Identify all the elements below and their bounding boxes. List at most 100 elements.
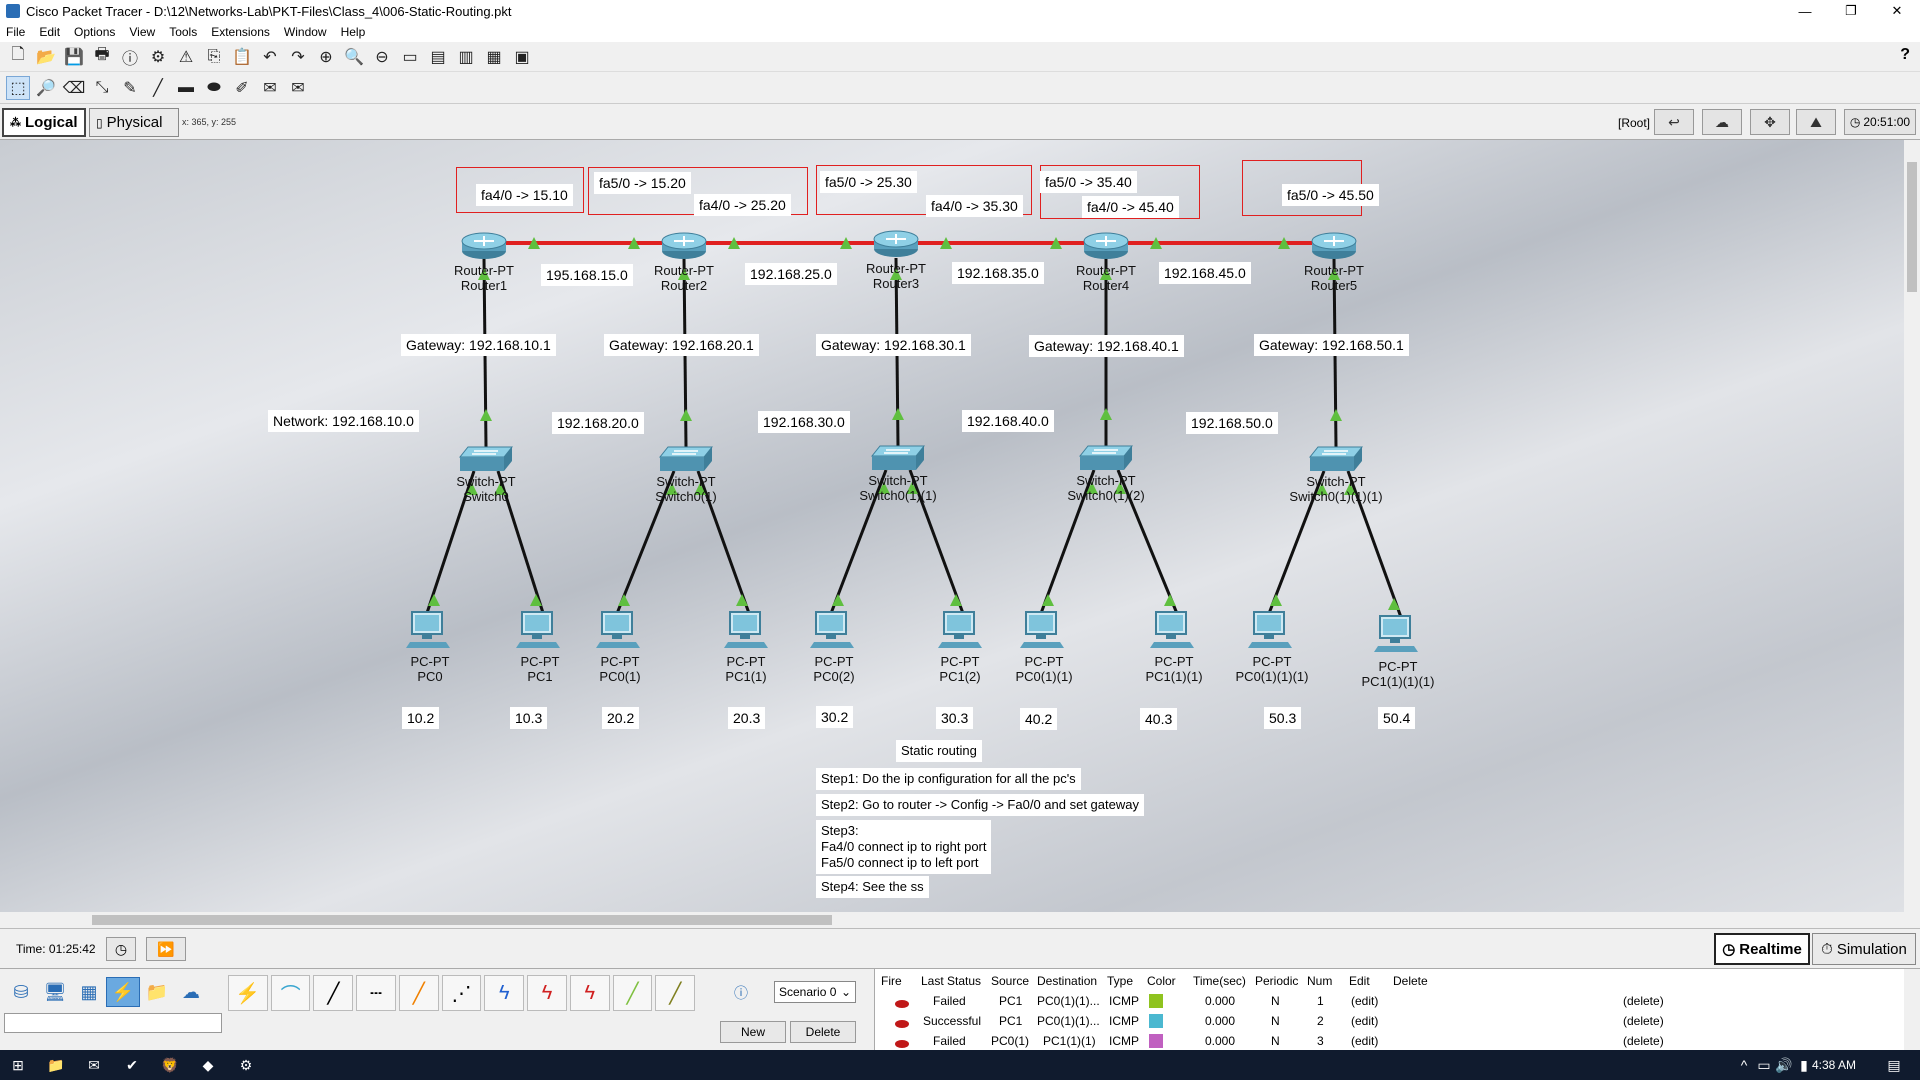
zoom-out-icon[interactable]: ⊖	[375, 48, 389, 66]
git-icon[interactable]: ◆	[202, 1056, 214, 1073]
resize-shape-icon[interactable]: ⤡	[95, 78, 109, 96]
switch-icon[interactable]	[1078, 444, 1134, 472]
save-icon[interactable]: 💾	[64, 48, 84, 66]
redo-icon[interactable]: ↷	[291, 48, 305, 66]
fire-icon[interactable]	[895, 1017, 909, 1031]
fire-icon[interactable]	[895, 997, 909, 1011]
fire-icon[interactable]	[895, 1037, 909, 1051]
realtime-mode-button[interactable]: ◷Realtime	[1714, 933, 1810, 965]
console-cable-icon[interactable]: ⌒	[270, 975, 311, 1011]
place-note-icon[interactable]: ✎	[123, 79, 137, 97]
switch-pc-link[interactable]	[1116, 469, 1180, 617]
todo-icon[interactable]: ✔	[126, 1056, 138, 1073]
menu-tools[interactable]: Tools	[169, 25, 198, 39]
new-scenario-button[interactable]: New	[720, 1021, 786, 1043]
pdu-row[interactable]: Failed PC0(1) PC1(1)(1) ICMP 0.000 N 3 (…	[875, 1031, 1904, 1051]
draw-line-icon[interactable]: ╱	[153, 79, 163, 97]
windows-start-icon[interactable]: ⊞	[12, 1056, 24, 1073]
switch-pc-link[interactable]	[424, 470, 476, 617]
info-icon[interactable]: ⓘ	[121, 50, 138, 68]
serial-dte-icon[interactable]: ϟ	[569, 975, 610, 1011]
draw-rectangle-icon[interactable]: ▬	[178, 78, 194, 96]
delete-icon[interactable]: ⌫	[62, 79, 86, 97]
router-icon[interactable]	[1081, 231, 1131, 261]
mail-icon[interactable]: ✉	[88, 1056, 100, 1073]
custom-devices-icon[interactable]: ▤	[430, 48, 446, 66]
switch-icon[interactable]	[1308, 445, 1364, 473]
new-cluster-icon[interactable]: ☁	[1702, 109, 1742, 135]
restore-button[interactable]: ❐	[1845, 3, 1857, 18]
packet-tracer-taskbar-icon[interactable]: ⚙	[239, 1056, 253, 1073]
connections-icon[interactable]: ⚡	[106, 977, 140, 1007]
draw-ellipse-icon[interactable]: ⬬	[207, 78, 221, 96]
copper-straight-icon[interactable]: ╱	[313, 975, 354, 1011]
menu-view[interactable]: View	[129, 25, 156, 39]
minimize-button[interactable]: —	[1798, 3, 1812, 19]
set-background-icon[interactable]: ⛰	[1796, 109, 1836, 135]
tab-logical[interactable]: ⁂Logical	[2, 108, 86, 137]
brave-browser-icon[interactable]: 🦁	[161, 1056, 179, 1073]
scenario-select[interactable]: Scenario 0⌄	[774, 981, 856, 1003]
menu-options[interactable]: Options	[74, 25, 116, 39]
back-icon[interactable]: ↩	[1654, 109, 1694, 135]
pc-icon[interactable]	[1150, 608, 1194, 652]
pc-icon[interactable]	[406, 608, 450, 652]
switch-pc-link[interactable]	[908, 469, 966, 617]
network-devices-icon[interactable]: ⛁	[13, 981, 29, 1002]
multiuser-icon[interactable]: ☁	[182, 981, 200, 1002]
new-file-icon[interactable]: 🗋	[11, 46, 25, 63]
switch-icon[interactable]	[458, 445, 514, 473]
file-explorer-icon[interactable]: 📁	[47, 1056, 65, 1073]
misc-icon[interactable]: 📁	[145, 981, 169, 1002]
zoom-reset-icon[interactable]: 🔍	[344, 48, 364, 66]
viewport-icon[interactable]: ▥	[458, 48, 474, 66]
move-object-icon[interactable]: ✥	[1750, 109, 1790, 135]
device-search-input[interactable]	[4, 1013, 222, 1033]
pdu-edit-link[interactable]: (edit)	[1351, 1014, 1379, 1028]
pc-icon[interactable]	[724, 608, 768, 652]
tab-physical[interactable]: ▯Physical	[89, 108, 179, 137]
pdu-delete-link[interactable]: (delete)	[1623, 1014, 1664, 1028]
menu-file[interactable]: File	[6, 25, 26, 39]
switch-pc-link[interactable]	[496, 470, 546, 617]
pc-icon[interactable]	[1020, 608, 1064, 652]
serial-dce-icon[interactable]: ϟ	[527, 975, 567, 1011]
switch-pc-link[interactable]	[1266, 470, 1326, 617]
components-icon[interactable]: ▦	[80, 981, 98, 1002]
horizontal-scroll-thumb[interactable]	[92, 915, 832, 925]
usb-cable-icon[interactable]: ╱	[655, 975, 696, 1011]
router-icon[interactable]	[459, 231, 509, 261]
pdu-edit-link[interactable]: (edit)	[1351, 994, 1379, 1008]
auto-connection-icon[interactable]: ⚡	[228, 975, 268, 1011]
pc-icon[interactable]	[810, 608, 854, 652]
simple-pdu-icon[interactable]: ✉	[263, 79, 277, 97]
cluster-icon[interactable]: ▦	[486, 48, 502, 66]
freeform-icon[interactable]: ✐	[235, 79, 249, 97]
vertical-scroll-thumb[interactable]	[1907, 162, 1917, 292]
paste-icon[interactable]: 📋	[232, 48, 252, 66]
switch-pc-link[interactable]	[828, 469, 888, 617]
menu-help[interactable]: Help	[340, 25, 366, 39]
pdu-row[interactable]: Failed PC1 PC0(1)(1)... ICMP 0.000 N 1 (…	[875, 991, 1904, 1011]
battery-icon[interactable]: ▮	[1800, 1056, 1808, 1073]
logical-workspace[interactable]: fa4/0 -> 15.10 fa5/0 -> 15.20 fa4/0 -> 2…	[0, 140, 1904, 912]
pdu-row[interactable]: Successful PC1 PC0(1)(1)... ICMP 0.000 N…	[875, 1011, 1904, 1031]
octal-cable-icon[interactable]: ╱	[612, 975, 653, 1011]
switch-pc-link[interactable]	[614, 470, 676, 617]
screenshot-icon[interactable]: ▣	[514, 48, 530, 66]
zoom-in-icon[interactable]: ⊕	[319, 48, 333, 66]
drawing-palette-icon[interactable]: ▭	[402, 48, 418, 66]
simulation-mode-button[interactable]: ⏱Simulation	[1812, 933, 1916, 965]
vertical-scrollbar[interactable]	[1904, 140, 1920, 912]
inspect-icon[interactable]: 🔎	[36, 79, 56, 97]
help-icon[interactable]: ?	[1900, 46, 1910, 63]
fast-forward-icon[interactable]: ⏩	[146, 937, 186, 961]
copper-cross-icon[interactable]: ┄	[356, 975, 396, 1011]
menu-edit[interactable]: Edit	[39, 25, 61, 39]
end-devices-icon[interactable]: 🖥	[43, 981, 67, 1002]
menu-window[interactable]: Window	[283, 25, 327, 39]
viewport-clock[interactable]: ◷20:51:00	[1844, 109, 1916, 135]
undo-icon[interactable]: ↶	[263, 48, 277, 66]
complex-pdu-icon[interactable]: ✉	[291, 79, 305, 97]
volume-icon[interactable]: 🔊	[1775, 1056, 1793, 1073]
